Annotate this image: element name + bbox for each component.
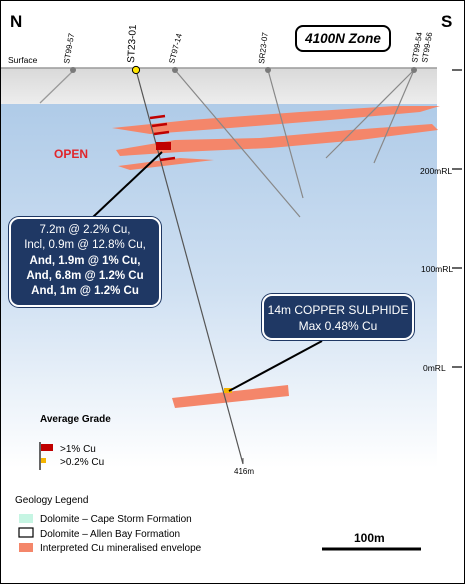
rl-label-100: 100mRL xyxy=(421,264,453,274)
geology-legend-swatch-envelope xyxy=(19,543,33,552)
sulphide-line-1: 14m COPPER SULPHIDE xyxy=(267,303,409,317)
intercept-line-1: 7.2m @ 2.2% Cu, xyxy=(39,224,131,236)
grade-bar-high-1 xyxy=(149,114,166,120)
zone-title-box: 4100N Zone xyxy=(295,25,391,52)
compass-north: N xyxy=(10,12,22,31)
open-label: OPEN xyxy=(54,147,88,161)
drillhole-trace-st99-57 xyxy=(39,69,75,104)
intercept-callout: 7.2m @ 2.2% Cu, Incl, 0.9m @ 12.8% Cu, A… xyxy=(9,217,161,307)
grade-bar-high-5 xyxy=(159,156,176,162)
grade-bar-high-2 xyxy=(151,122,168,128)
geology-legend-label-allen-bay: Dolomite – Allen Bay Formation xyxy=(40,529,180,540)
surface-label: Surface xyxy=(8,55,38,65)
collar-sr23-07 xyxy=(265,67,271,73)
mineralised-envelope-middle xyxy=(116,124,438,156)
sulphide-callout: 14m COPPER SULPHIDE Max 0.48% Cu xyxy=(262,294,414,340)
rl-label-0: 0mRL xyxy=(423,363,446,373)
drillhole-trace-st97-14 xyxy=(174,69,301,218)
grade-legend-title: Average Grade xyxy=(40,414,111,425)
intercept-line-4: And, 6.8m @ 1.2% Cu xyxy=(26,269,144,282)
geology-legend-title: Geology Legend xyxy=(15,495,88,506)
grade-legend-label-high: >1% Cu xyxy=(60,444,96,455)
drillhole-trace-st99-56 xyxy=(373,69,415,164)
drillhole-trace-st99-54 xyxy=(325,69,415,159)
intercept-line-5: And, 1m @ 1.2% Cu xyxy=(31,285,139,298)
collar-st97-14 xyxy=(172,67,178,73)
geology-legend-swatch-allen-bay xyxy=(18,527,34,538)
geology-legend-label-envelope: Interpreted Cu mineralised envelope xyxy=(40,543,202,554)
compass-south: S xyxy=(441,12,452,31)
grade-bar-high-4 xyxy=(156,142,171,150)
grade-legend-label-mid: >0.2% Cu xyxy=(60,457,104,468)
collar-st23-01 xyxy=(131,65,141,75)
cape-storm-formation-area xyxy=(1,68,437,104)
sulphide-line-2: Max 0.48% Cu xyxy=(298,319,378,333)
scale-bar-label: 100m xyxy=(354,531,385,545)
collar-st99-57 xyxy=(70,67,76,73)
sulphide-leader-line xyxy=(228,340,323,392)
intercept-leader-line xyxy=(91,151,163,219)
grade-legend-swatch-mid xyxy=(41,458,46,463)
drillhole-trace-sr23-07 xyxy=(267,69,304,199)
grade-legend-swatch-high xyxy=(41,444,53,451)
drillhole-label-st23-01: ST23-01 xyxy=(126,24,139,63)
intercept-line-2: Incl, 0.9m @ 12.8% Cu, xyxy=(24,239,146,252)
drillhole-trace-st23-01 xyxy=(135,69,244,465)
grade-bar-mid xyxy=(224,388,232,393)
rl-label-200: 200mRL xyxy=(420,166,452,176)
drillhole-label-sr23-07: SR23-07 xyxy=(257,31,270,64)
grade-bar-high-3 xyxy=(153,130,170,136)
geology-legend-label-cape-storm: Dolomite – Cape Storm Formation xyxy=(40,514,192,525)
mineralised-envelope-deep xyxy=(172,385,289,408)
hole-depth-label: 416m xyxy=(234,467,254,476)
mineralised-envelope-lower xyxy=(118,158,214,170)
collar-st99-54 xyxy=(411,67,417,73)
zone-title: 4100N Zone xyxy=(305,31,381,46)
mineralised-envelope-upper xyxy=(112,106,440,134)
intercept-line-3: And, 1.9m @ 1% Cu, xyxy=(29,254,141,267)
geology-legend-swatch-cape-storm xyxy=(19,514,33,523)
